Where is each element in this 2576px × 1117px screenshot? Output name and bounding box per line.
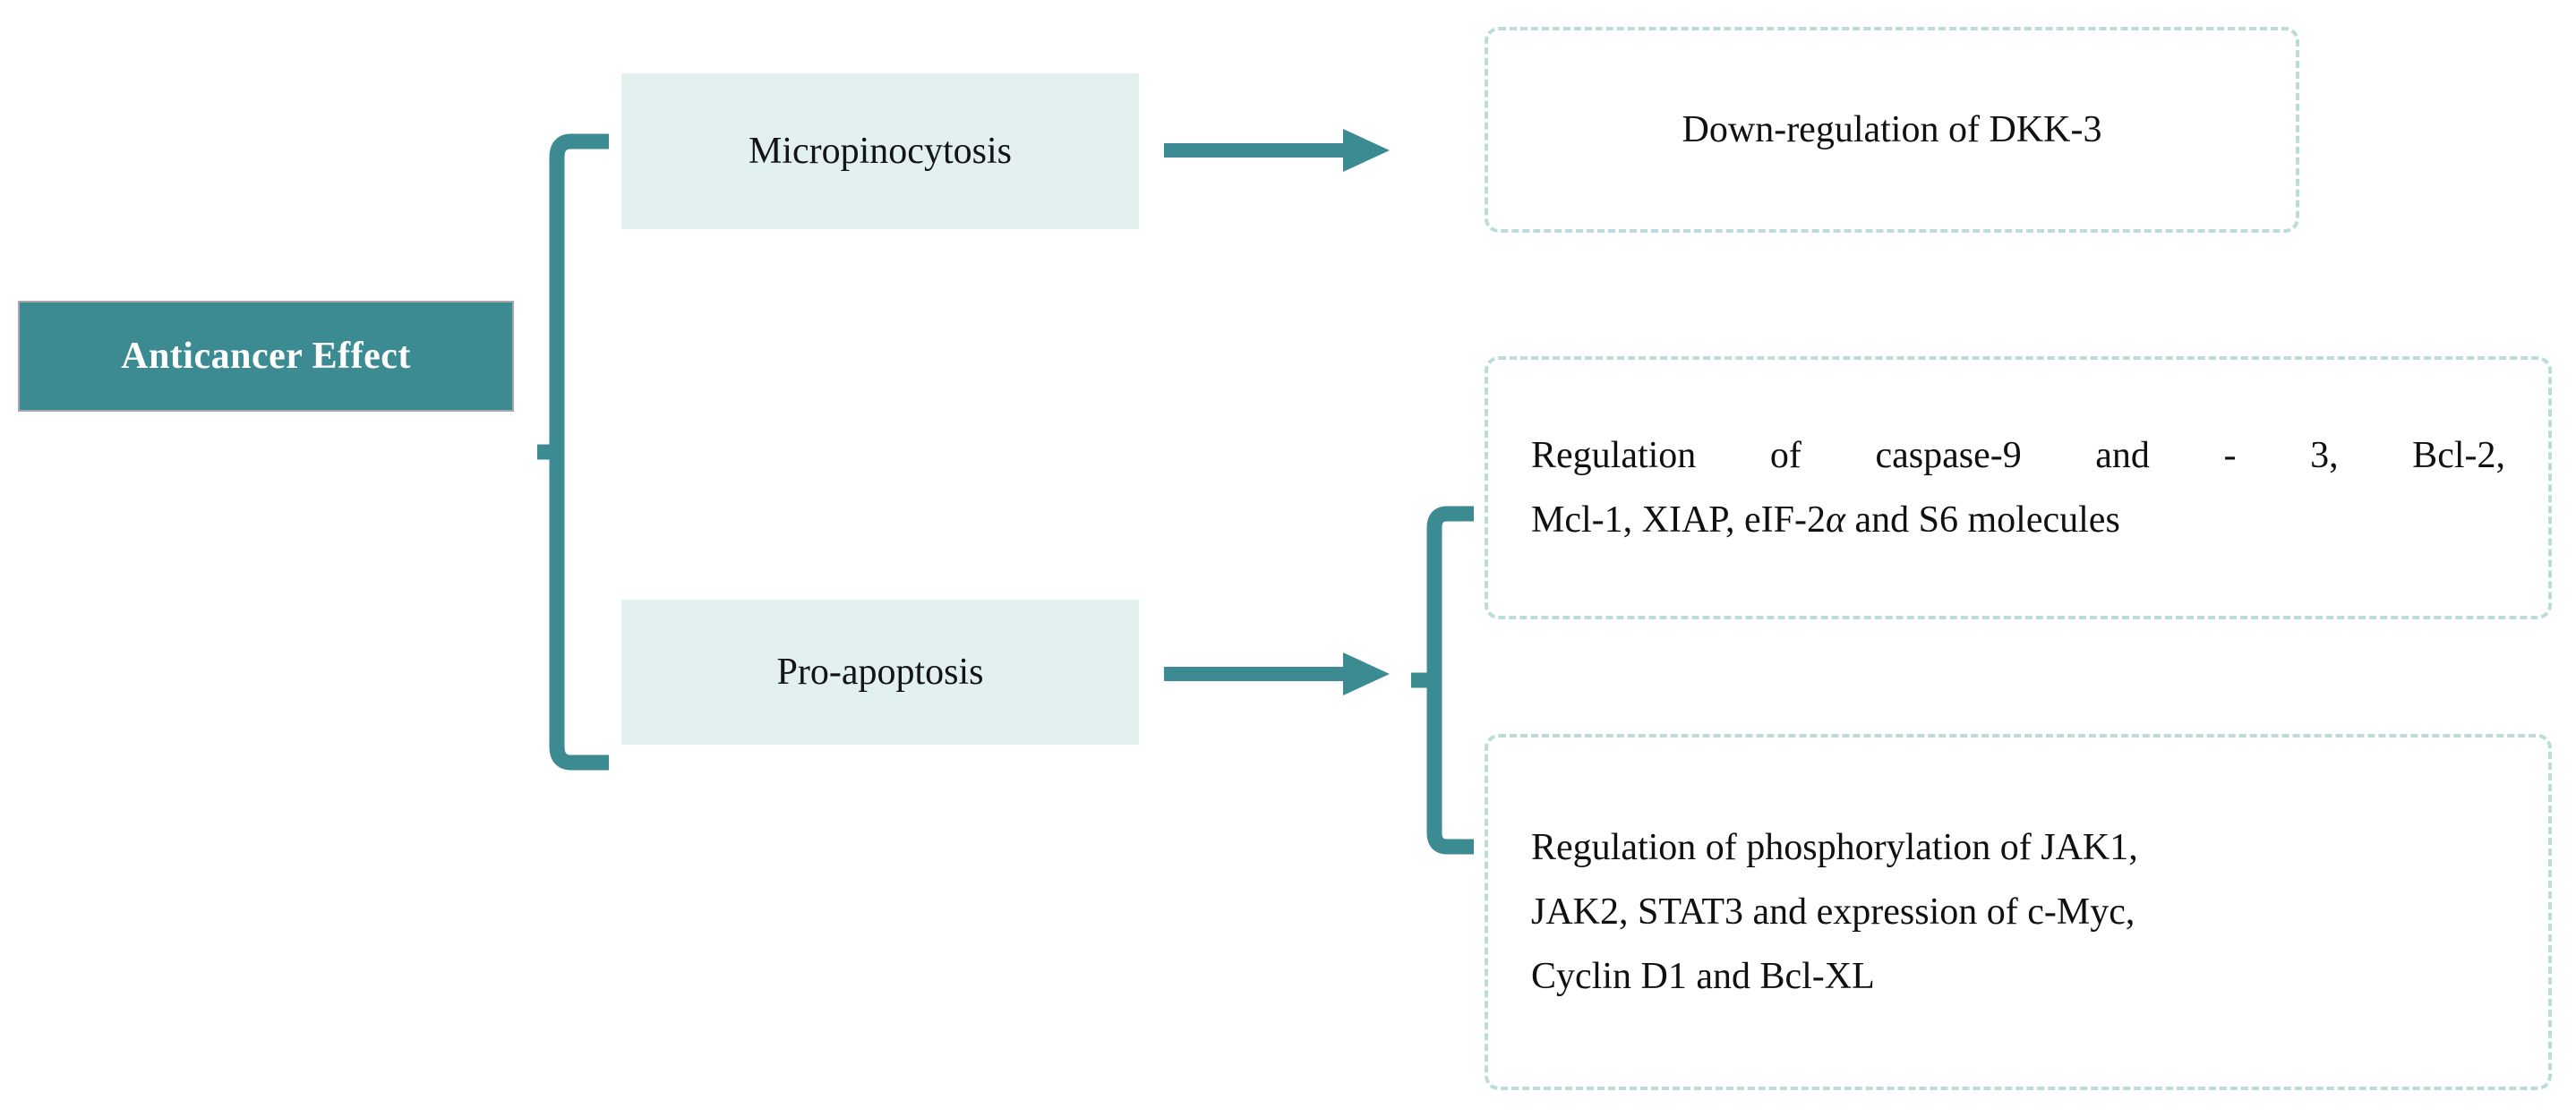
outcome-line: Cyclin D1 and Bcl-XL — [1531, 956, 1875, 998]
pro-apoptosis-bracket-connector — [1411, 501, 1510, 859]
outcome-line: Down-regulation of DKK-3 — [1682, 108, 2102, 150]
pro-apoptosis-bracket-icon — [1411, 506, 1474, 855]
outcome-line: Regulation of phosphorylation of JAK1, — [1531, 826, 2138, 868]
arrow-right-icon — [1164, 129, 1390, 172]
outcome-line: Mcl-1, XIAP, eIF-2α and S6 molecules — [1531, 499, 2120, 541]
outcome-line: Regulation of caspase-9 and - 3, Bcl-2, — [1531, 434, 2505, 476]
root-node-anticancer-effect[interactable]: Anticancer Effect — [18, 301, 514, 412]
root-bracket-connector — [537, 125, 636, 779]
arrow-micropinocytosis-to-dkk3 — [1164, 125, 1397, 175]
outcome-box-dkk3: Down-regulation of DKK-3 — [1485, 27, 2299, 233]
branch-node-label-pro-apoptosis: Pro-apoptosis — [776, 652, 984, 693]
root-bracket-icon — [537, 133, 609, 771]
branch-node-pro-apoptosis[interactable]: Pro-apoptosis — [621, 600, 1139, 745]
branch-node-label-micropinocytosis: Micropinocytosis — [749, 131, 1012, 172]
arrow-pro-apoptosis-to-outcomes — [1164, 649, 1397, 699]
outcome-line: JAK2, STAT3 and expression of c-Myc, — [1531, 891, 2135, 933]
root-node-label: Anticancer Effect — [121, 336, 411, 377]
outcome-box-jak-stat: Regulation of phosphorylation of JAK1, J… — [1485, 734, 2552, 1090]
outcome-box-caspase: Regulation of caspase-9 and - 3, Bcl-2, … — [1485, 356, 2552, 619]
arrow-right-icon — [1164, 652, 1390, 695]
branch-node-micropinocytosis[interactable]: Micropinocytosis — [621, 73, 1139, 229]
